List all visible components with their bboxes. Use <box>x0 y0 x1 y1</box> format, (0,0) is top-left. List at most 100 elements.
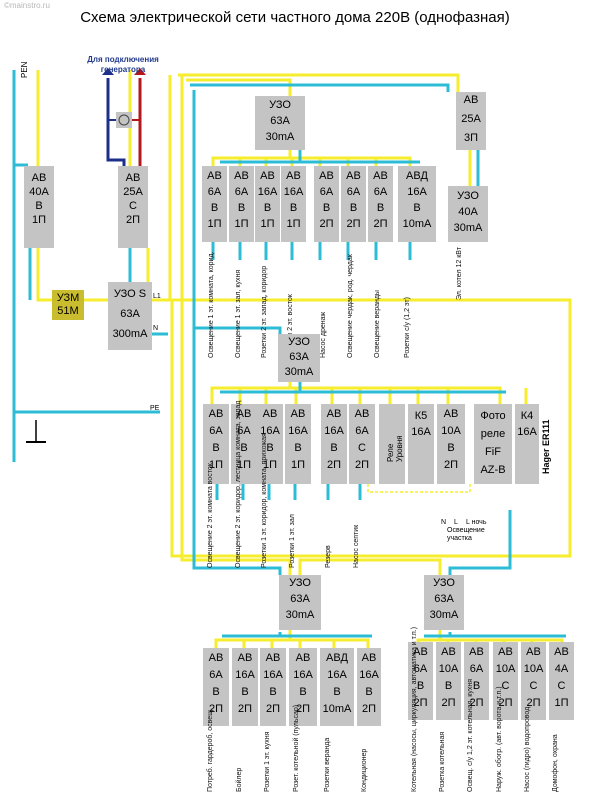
group4-caption-2: Розетка котельная <box>439 731 446 792</box>
group3-breaker-4-line: АВ <box>295 652 311 664</box>
group4-breaker-2-line: 10А <box>438 663 459 675</box>
uzo-group2-line: 30mA <box>284 366 314 378</box>
group1-breaker-4-line: В <box>289 202 298 214</box>
group3-breaker-1-line: В <box>212 686 220 698</box>
group2-breaker-6-line: АВ <box>354 408 370 420</box>
group4-breaker-1-line: В <box>416 680 425 692</box>
group1-breaker-6-line: 6А <box>346 186 361 198</box>
group1-breaker-3-line: 1П <box>260 218 275 230</box>
group3-caption-1: Потреб. гардероб, освещ. <box>207 708 214 792</box>
group4-breaker-3-line: В <box>472 680 481 692</box>
generator-label: Для подключения генератора <box>87 55 159 74</box>
wire <box>194 326 282 334</box>
group2-caption-5: Резерв <box>325 545 332 568</box>
group3-breaker-5-line: В <box>333 686 341 698</box>
group1-breaker-3-line: В <box>263 202 272 214</box>
group3-breaker-5-line: АВД <box>326 652 348 664</box>
group4-breaker-6-line: С <box>557 680 566 692</box>
group4-caption-4: Наруж. обогр. (авт. ворота и т.п.) <box>496 686 503 792</box>
group1-caption-7: Освещение веранды <box>374 290 381 358</box>
boiler-caption: Эл. котел 12 кВт <box>456 247 463 300</box>
group2-caption-3: Розетки 1 эт. коридор, комната, прихожая <box>261 433 268 568</box>
group4-breaker-1-line: АВ <box>413 646 428 658</box>
n-bottom-label: N <box>441 519 447 526</box>
group2-breaker-2-line: 1П <box>236 459 252 471</box>
group1-breaker-3-line: АВ <box>260 170 275 182</box>
group1-breaker-2-line: 1П <box>234 218 249 230</box>
photo-relay-line: Фото <box>480 410 506 422</box>
group1-breaker-8-line: 10mA <box>402 218 432 230</box>
group2-breaker-4-line: В <box>294 442 302 454</box>
group4-breaker-5-line: С <box>529 680 538 692</box>
group3-caption-6: Кондиционер <box>361 748 368 792</box>
diagram-title: Схема электрической сети частного дома 2… <box>80 9 510 26</box>
group1-caption-1: Освещение 1 эт. комната, корид. <box>208 251 215 358</box>
group1-breaker-4-line: 1П <box>286 218 301 230</box>
uzm-51m-line: УЗМ <box>56 292 80 304</box>
group1-breaker-1-line: В <box>210 202 219 214</box>
group2-breaker-6-line: 2П <box>354 459 370 471</box>
group1-breaker-3-line: 16А <box>257 186 278 198</box>
group4-breaker-3-line: 2П <box>469 697 484 709</box>
pe-label: PE <box>150 405 160 412</box>
ab-25a-3p-line: АВ <box>463 94 479 106</box>
group1-breaker-5-line: В <box>322 202 331 214</box>
group2-breaker-4-line: 16А <box>288 425 308 437</box>
wire <box>448 510 512 576</box>
uzo-group2-line: УЗО <box>288 336 310 348</box>
group2-breaker-3-line: 1П <box>262 459 278 471</box>
wire <box>150 298 572 558</box>
ab-generator-25a-line: АВ <box>125 172 141 184</box>
ab-main-40a-line: В <box>35 200 43 212</box>
group3-breaker-1-line: 6А <box>209 669 223 681</box>
ab-main-40a-line: АВ <box>31 172 47 184</box>
uzm-51m-line: 51М <box>57 305 79 317</box>
ab-main-40a-line: 40А <box>29 186 49 198</box>
group2-breaker-2-line: В <box>240 442 248 454</box>
group4-caption-3: Освещ. с/у 1,2 эт. котельная, кухня <box>467 678 474 792</box>
ab-main-40a-line: 1П <box>31 214 47 226</box>
group2-ab-10a-line: 10А <box>441 425 461 437</box>
group3-breaker-2-line: В <box>241 686 249 698</box>
group2-breaker-5-line: 16А <box>324 425 344 437</box>
group3-breaker-3-line: 16А <box>263 669 283 681</box>
uzo-group4-line: 30mA <box>429 609 459 621</box>
group1-breaker-5-line: 2П <box>319 218 334 230</box>
uzo-group3-line: УЗО <box>289 577 311 589</box>
group3-breaker-6-line: 16А <box>359 669 379 681</box>
group4-breaker-5-line: 10А <box>523 663 544 675</box>
group2-breaker-3-line: 16А <box>260 425 280 437</box>
group1-caption-6: Освещение чердак, род. чердак <box>347 254 354 358</box>
group1-breaker-7-line: В <box>376 202 385 214</box>
group1-breaker-5-line: 6А <box>319 186 334 198</box>
group1-breaker-7-line: АВ <box>373 170 388 182</box>
group2-breaker-5-line: АВ <box>326 408 342 420</box>
generator-arrow-n <box>102 68 114 75</box>
group2-breaker-1-line: АВ <box>208 408 224 420</box>
uzo-group2: УЗО 63А 30mA <box>278 334 320 382</box>
hager-er111-label: Hager ER111 <box>541 419 551 474</box>
group3-caption-2: Бойлер <box>236 767 243 792</box>
group2-breaker-2-line: АВ <box>236 408 252 420</box>
group4-breaker-5-line: АВ <box>526 646 541 658</box>
group2-breaker-6-line: 6А <box>355 425 369 437</box>
group4-breaker-1-line: 2П <box>413 697 428 709</box>
uzo-group2-line: 63А <box>289 351 309 363</box>
group1-breaker-3: АВ 16А В 1П <box>255 166 280 242</box>
group3-breaker-4-line: В <box>299 686 307 698</box>
group2-breaker-1-line: 1П <box>208 459 224 471</box>
